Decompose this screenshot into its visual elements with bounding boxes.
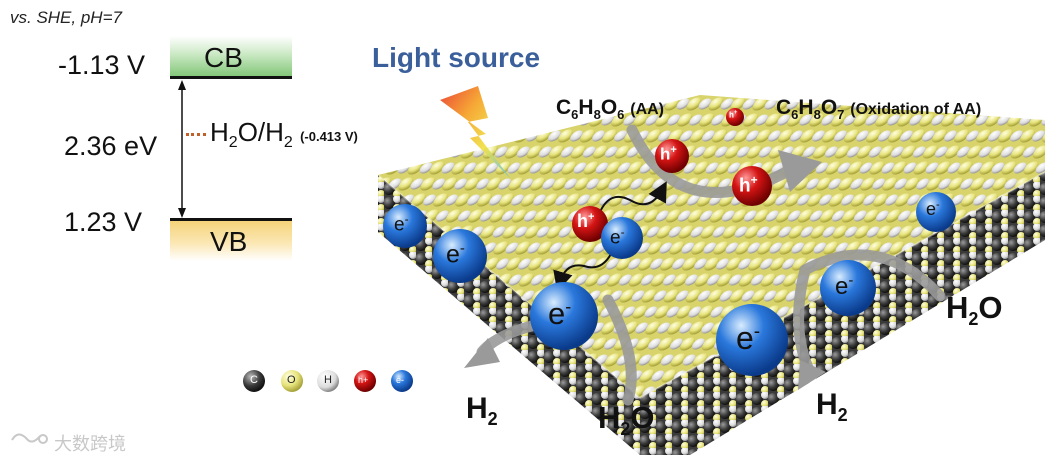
h2o-label-right: H2O [946, 290, 1003, 330]
watermark-logo-icon [10, 430, 50, 450]
electron-label: e- [926, 199, 940, 220]
light-source-title: Light source [372, 42, 540, 74]
h2-label-right: H2 [816, 388, 848, 426]
h2-label-left: H2 [466, 392, 498, 430]
hole-label-small: h+ [729, 110, 737, 120]
watermark-text: 大数跨境 [54, 430, 126, 456]
product-note: (Oxidation of AA) [850, 101, 981, 118]
legend-label-h: H [324, 374, 332, 386]
electron-label: e- [835, 272, 853, 301]
product-formula: C6H8O7 (Oxidation of AA) [776, 96, 981, 122]
hole-label: h+ [577, 211, 594, 232]
electron-label: e- [548, 296, 571, 332]
atom-legend: C O H h+ e- [240, 368, 430, 394]
electron-label: e- [394, 212, 409, 236]
legend-label-c: C [250, 374, 258, 386]
hole-label: h+ [739, 173, 758, 197]
reactant-note: (AA) [630, 101, 664, 118]
electron-label: e- [446, 240, 465, 269]
legend-label-electron: e- [396, 375, 404, 385]
legend-label-o: O [287, 374, 296, 386]
h2o-label-bottom: H2O [598, 400, 655, 440]
legend-label-hole: h+ [358, 375, 368, 385]
electron-label: e- [736, 320, 760, 357]
electron-label: e- [610, 225, 625, 249]
hole-label: h+ [660, 144, 677, 165]
reactant-formula: C6H8O6 (AA) [556, 96, 664, 122]
